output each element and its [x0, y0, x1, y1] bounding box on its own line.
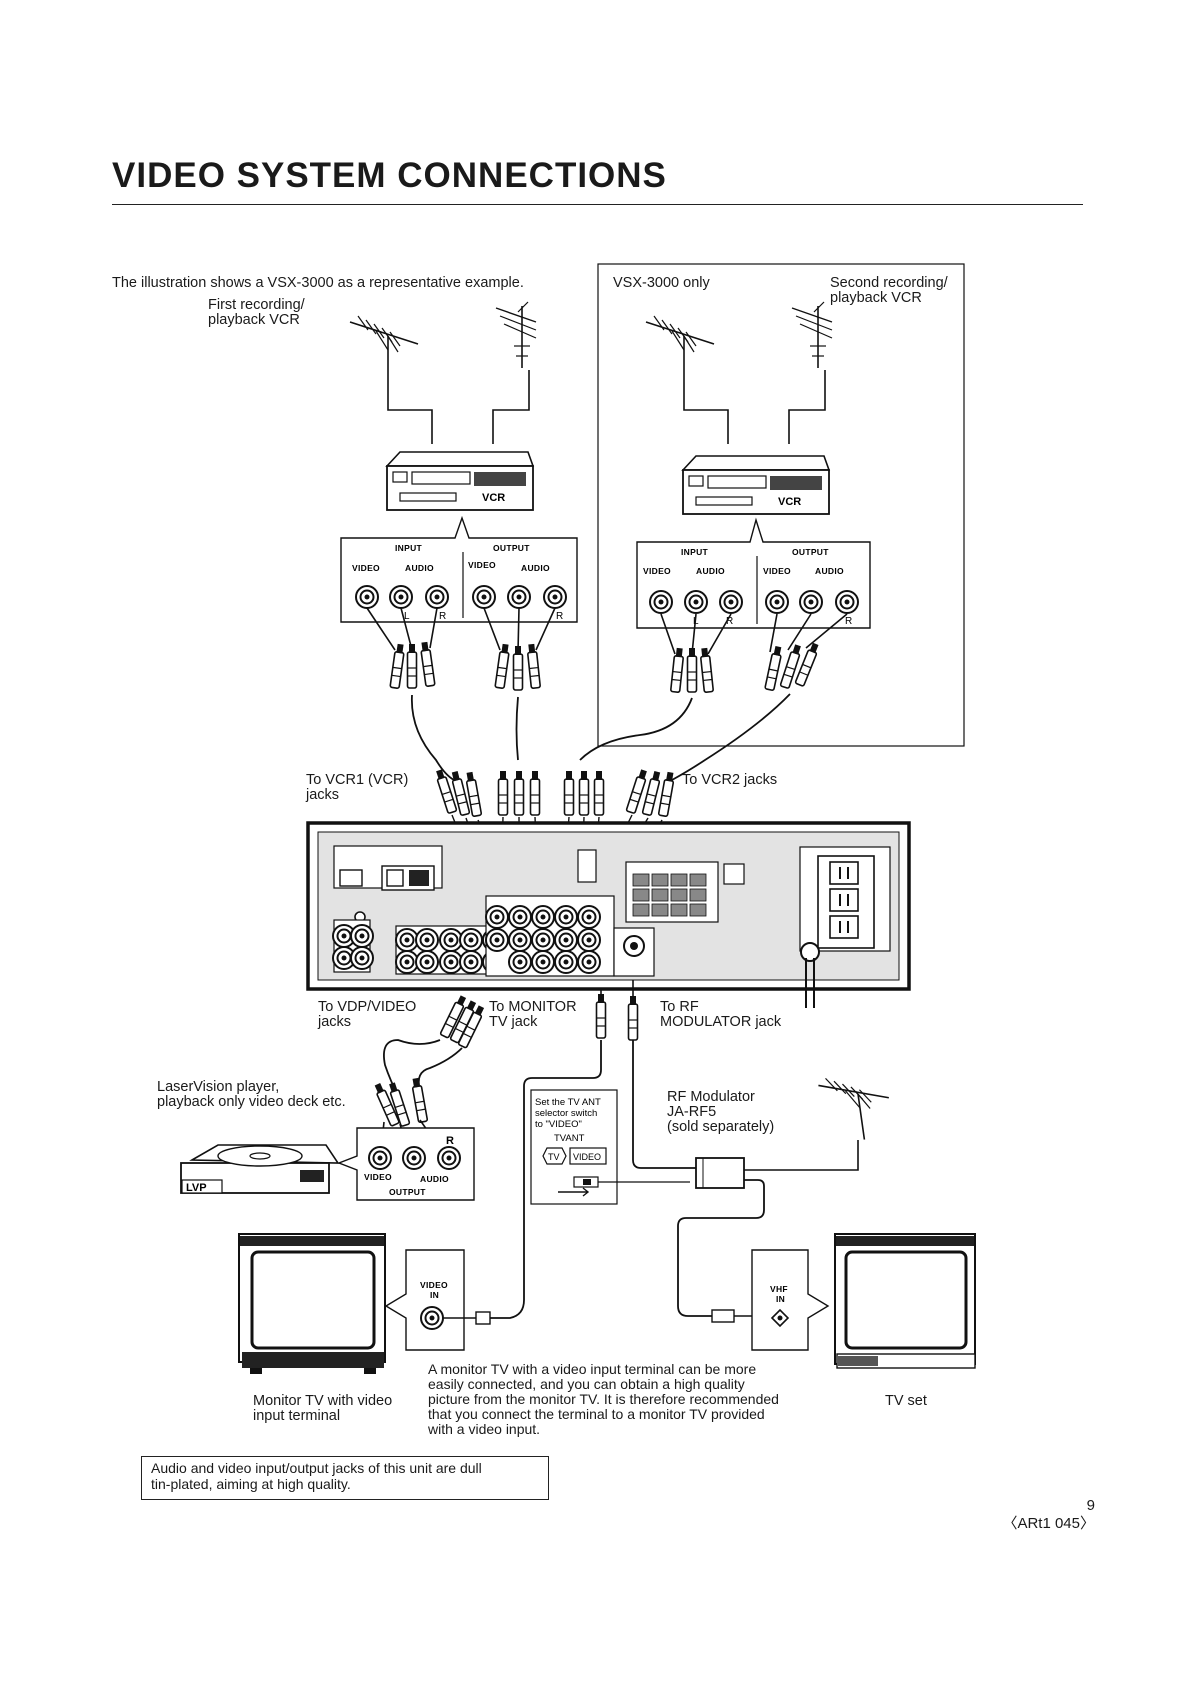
page-title: VIDEO SYSTEM CONNECTIONS [112, 156, 667, 195]
first-vcr-label: First recording/ playback VCR [208, 297, 305, 328]
video-label-2: VIDEO [643, 566, 671, 576]
input-label-2: INPUT [681, 547, 709, 557]
monitor-plug [595, 993, 607, 1039]
monitor-tv [238, 1233, 386, 1374]
audio-label-out: AUDIO [521, 563, 550, 573]
vcr1-device: VCR [385, 451, 535, 511]
tin-plated-note: Audio and video input/output jacks of th… [141, 1456, 549, 1500]
rf-modulator-label: RF Modulator JA-RF5 (sold separately) [667, 1089, 775, 1135]
vcr2-jack-panel: INPUT OUTPUT VIDEO AUDIO VIDEO AUDIO L R… [636, 517, 871, 629]
vhf-in-label-1: VHF [770, 1284, 788, 1294]
r-label: R [439, 611, 446, 622]
input-label: INPUT [395, 543, 423, 553]
audio-label-out-2: AUDIO [815, 566, 844, 576]
tv-ant-note-line1: Set the TV ANT [535, 1097, 601, 1108]
lvp-plugs [372, 1076, 429, 1128]
uhf-antenna-icon-2 [791, 301, 833, 369]
vsx3000-only-label: VSX-3000 only [613, 275, 710, 291]
r-label-out: R [556, 611, 563, 622]
doc-code: 〈ARt1 045〉 [1002, 1515, 1095, 1532]
video-btn: VIDEO [573, 1152, 601, 1162]
video-label-out-2: VIDEO [763, 566, 791, 576]
monitor-tv-label: Monitor TV with video input terminal [253, 1393, 393, 1424]
monitor-note: A monitor TV with a video input terminal… [428, 1361, 779, 1437]
page-number-value: 9 [1086, 1497, 1095, 1514]
title-rule [112, 204, 1083, 205]
r-label-out-2: R [845, 616, 852, 627]
intro-text: The illustration shows a VSX-3000 as a r… [112, 275, 524, 291]
rf-plug [627, 995, 639, 1041]
vcr1-jack-panel: INPUT OUTPUT VIDEO AUDIO VIDEO AUDIO L R… [340, 515, 578, 623]
l-label: L [404, 611, 410, 622]
second-vcr-label: Second recording/ playback VCR [830, 275, 948, 306]
receiver-rear-panel [306, 821, 911, 1008]
lvp-video-label: VIDEO [364, 1172, 392, 1182]
output-label: OUTPUT [493, 543, 530, 553]
tvant-label: TVANT [554, 1133, 585, 1144]
to-vcr2-label: To VCR2 jacks [682, 772, 778, 788]
laservision-label: LaserVision player, playback only video … [157, 1079, 346, 1110]
video-label-out: VIDEO [468, 560, 496, 570]
lvp-output-label: OUTPUT [389, 1187, 426, 1197]
receiver-plug-group-4 [625, 768, 676, 818]
to-monitor-label: To MONITOR TV jack [489, 999, 577, 1030]
vhf-in-label-2: IN [776, 1294, 785, 1304]
audio-label-2: AUDIO [696, 566, 725, 576]
video-in-label-2: IN [430, 1290, 439, 1300]
video-in-label-1: VIDEO [420, 1280, 448, 1290]
receiver-plug-group-3 [563, 770, 605, 816]
receiver-plug-group-2 [497, 770, 541, 816]
to-rf-label: To RF MODULATOR jack [660, 999, 782, 1030]
receiver-plug-group-1 [433, 768, 483, 818]
vcr1-input-plugs [389, 640, 436, 690]
lvp-device: LVP [180, 1144, 340, 1194]
rf-modulator-box [695, 1157, 745, 1189]
tv-btn: TV [548, 1152, 560, 1162]
vcr2-output-plugs [764, 641, 821, 692]
uhf-antenna-icon [495, 301, 537, 369]
vcr-label-2: VCR [778, 496, 801, 508]
to-vcr1-label: To VCR1 (VCR) jacks [306, 772, 409, 803]
lvp-audio-label: AUDIO [420, 1174, 449, 1184]
lvp-label: LVP [186, 1182, 207, 1194]
tv-ant-note-line2: selector switch [535, 1108, 597, 1119]
vsx3000-only-frame [597, 263, 965, 747]
vcr2-input-plugs [669, 646, 715, 694]
to-vdp-label: To VDP/VIDEO jacks [318, 999, 417, 1030]
tv-ant-note-box: Set the TV ANT selector switch to "VIDEO… [530, 1089, 690, 1205]
vhf-antenna-icon-2 [645, 315, 715, 383]
vcr2-device: VCR [681, 455, 831, 515]
video-label: VIDEO [352, 563, 380, 573]
page-number: 9 〈ARt1 045〉 [1002, 1497, 1095, 1533]
video-in-panel: VIDEO IN [384, 1249, 491, 1351]
r-label-2: R [726, 616, 733, 627]
vcr-label: VCR [482, 492, 505, 504]
tv-set [834, 1233, 976, 1369]
lvp-r-label: R [446, 1135, 454, 1147]
vdp-plugs [439, 993, 487, 1049]
tv-ant-note-line3: to "VIDEO" [535, 1119, 582, 1130]
tv-set-label: TV set [885, 1393, 927, 1409]
vhf-in-panel: VHF IN [751, 1249, 830, 1351]
output-label-2: OUTPUT [792, 547, 829, 557]
vhf-antenna-icon [349, 315, 419, 383]
audio-label: AUDIO [405, 563, 434, 573]
rf-antenna-icon [816, 1069, 895, 1146]
lvp-output-panel: R VIDEO AUDIO OUTPUT [337, 1127, 475, 1201]
